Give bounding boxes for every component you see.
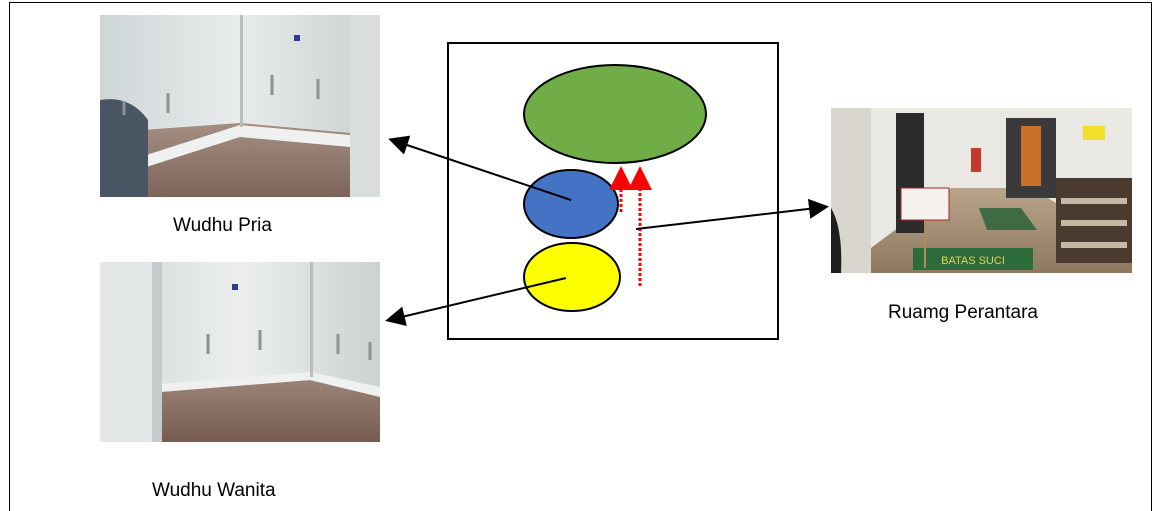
photo-ruang-perantara: BATAS SUCI	[831, 108, 1132, 273]
caption-ruang-perantara: Ruamg Perantara	[888, 302, 1038, 323]
arrow-to-wudhu-wanita	[385, 277, 567, 327]
arrow-to-ruang-perantara	[635, 198, 829, 230]
yellow-area	[523, 242, 621, 312]
caption-wudhu-pria: Wudhu Pria	[173, 215, 272, 236]
green-area	[523, 64, 707, 164]
arrow-to-wudhu-pria	[388, 135, 572, 201]
blue-area	[523, 169, 619, 239]
mat-text: BATAS SUCI	[941, 255, 1005, 267]
photo-wudhu-pria	[100, 15, 380, 197]
photo-wudhu-wanita	[100, 262, 380, 442]
caption-wudhu-wanita: Wudhu Wanita	[152, 480, 276, 501]
